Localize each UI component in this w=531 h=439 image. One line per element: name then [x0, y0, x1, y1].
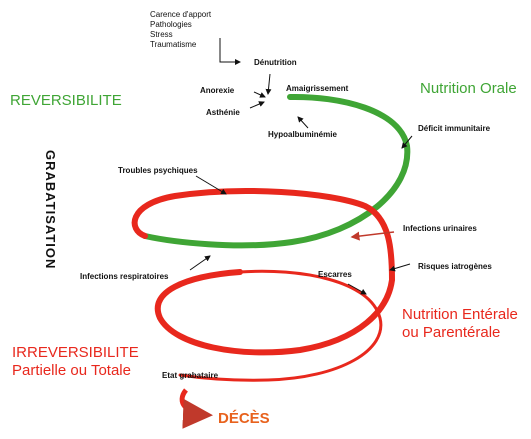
respiratoires-arrow	[189, 255, 211, 271]
label-asthenie: Asthénie	[206, 108, 240, 117]
label-deficit-immunitaire: Déficit immunitaire	[418, 124, 491, 133]
asthenie-arrow	[249, 101, 265, 109]
causes-arrow	[219, 38, 241, 65]
red-spiral-band-upper	[131, 188, 396, 356]
cause-item: Traumatisme	[150, 40, 197, 49]
nutrition-enterale-line2: ou Parentérale	[402, 324, 501, 341]
heading-reversibilite: REVERSIBILITE	[10, 92, 122, 109]
label-etat-grabataire: Etat grabataire	[162, 371, 219, 380]
irreversibilite-line2: Partielle ou Totale	[12, 362, 131, 379]
escarres-arrow	[347, 283, 367, 295]
causes-list: Carence d'apport Pathologies Stress Trau…	[150, 10, 211, 50]
heading-irreversibilite: IRREVERSIBILITE Partielle ou Totale	[12, 344, 139, 380]
troubles-arrow	[195, 175, 227, 195]
label-infections-respiratoires: Infections respiratoires	[80, 272, 169, 281]
label-infections-urinaires: Infections urinaires	[403, 224, 477, 233]
label-anorexie: Anorexie	[200, 86, 235, 95]
heading-deces: DÉCÈS	[218, 410, 270, 427]
deficit-arrow	[401, 135, 413, 149]
cause-item: Pathologies	[150, 20, 192, 29]
green-spiral-band	[142, 93, 411, 249]
label-amaigrissement: Amaigrissement	[286, 84, 349, 93]
deces-arrow	[179, 388, 213, 429]
cause-item: Carence d'apport	[150, 10, 212, 19]
denutrition-arrow	[265, 73, 272, 95]
red-spiral-band-lower	[178, 269, 383, 382]
label-denutrition: Dénutrition	[254, 58, 297, 67]
label-escarres: Escarres	[318, 270, 352, 279]
nutrition-enterale-line1: Nutrition Entérale	[402, 306, 518, 323]
heading-nutrition-orale: Nutrition Orale	[420, 80, 517, 97]
urinaires-arrow	[350, 231, 395, 241]
heading-grabatisation: GRABATISATION	[43, 150, 58, 270]
heading-nutrition-enterale: Nutrition Entérale ou Parentérale	[402, 306, 518, 342]
label-troubles-psychiques: Troubles psychiques	[118, 166, 198, 175]
label-risques-iatrogenes: Risques iatrogènes	[418, 262, 492, 271]
irreversibilite-line1: IRREVERSIBILITE	[12, 344, 139, 361]
anorexie-arrow	[253, 91, 266, 98]
risques-arrow	[389, 263, 411, 272]
hypo-arrow	[297, 116, 309, 129]
label-hypoalbuminemie: Hypoalbuminémie	[268, 130, 337, 139]
cause-item: Stress	[150, 30, 173, 39]
